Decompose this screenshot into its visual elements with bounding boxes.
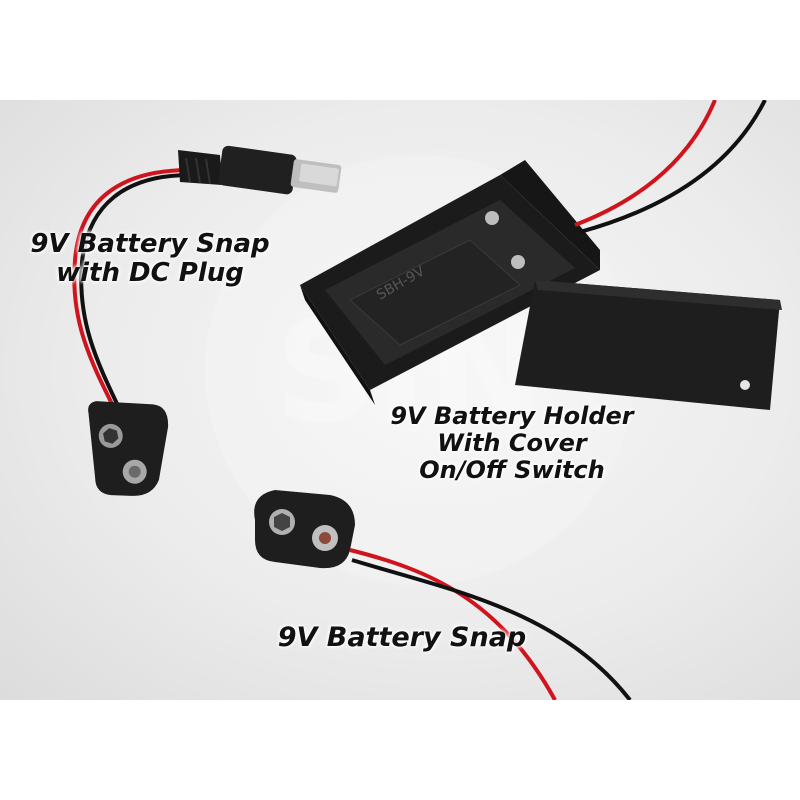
label-battery-snap-dc-plug-line-2: with DC Plug bbox=[56, 258, 244, 289]
label-battery-snap-dc-plug: 9V Battery Snap with DC Plug bbox=[30, 229, 270, 289]
dc-plug bbox=[178, 145, 342, 195]
product-photo: SIN bbox=[0, 100, 800, 700]
label-battery-holder-line-1: 9V Battery Holder bbox=[390, 402, 634, 430]
label-battery-snap-dc-plug-line-1: 9V Battery Snap bbox=[30, 229, 270, 259]
battery-holder-box: SBH-9V bbox=[300, 160, 600, 405]
label-battery-holder: 9V Battery Holder With Cover On/Off Swit… bbox=[382, 403, 642, 484]
battery-snap-wires bbox=[349, 548, 632, 700]
battery-holder-cover bbox=[515, 280, 782, 410]
holder-wires bbox=[574, 100, 767, 234]
label-battery-holder-line-3: On/Off Switch bbox=[419, 455, 605, 484]
battery-snap bbox=[254, 490, 355, 569]
label-battery-snap-line-1: 9V Battery Snap bbox=[277, 622, 527, 653]
label-battery-holder-line-2: With Cover bbox=[437, 428, 587, 457]
label-battery-snap: 9V Battery Snap bbox=[262, 622, 542, 653]
dc-plug-cable bbox=[72, 168, 191, 411]
product-photo-drawing: SIN bbox=[72, 100, 782, 700]
battery-snap-dc bbox=[88, 401, 169, 496]
